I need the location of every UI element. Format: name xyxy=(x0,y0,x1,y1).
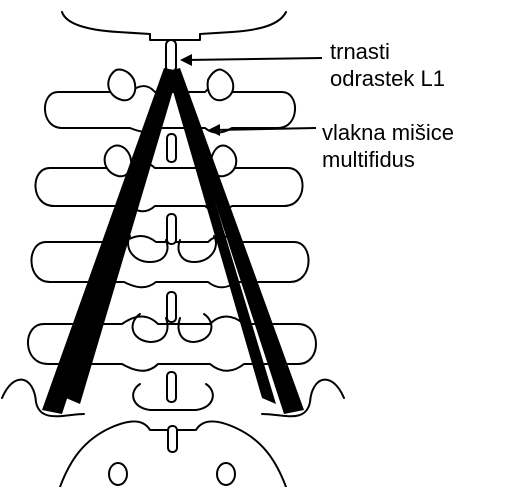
spinous-process-l1 xyxy=(166,40,176,72)
label-multifidus-fibers: vlakna mišice multifidus xyxy=(322,119,454,173)
facet-l1-left xyxy=(108,69,135,100)
spinous-process-s1 xyxy=(168,426,177,452)
label-spinous-process: trnasti odrastek L1 xyxy=(330,38,445,92)
label-spinous-process-line1: trnasti xyxy=(330,38,445,65)
spinous-process-l2 xyxy=(167,134,176,162)
vertebra-l2 xyxy=(35,162,302,211)
label-multifidus-fibers-line2: multifidus xyxy=(322,146,454,173)
spinous-process-l3 xyxy=(167,214,176,244)
spinous-process-l5 xyxy=(167,372,176,402)
sacral-foramen-right xyxy=(217,463,235,485)
label-spinous-process-line2: odrastek L1 xyxy=(330,65,445,92)
spinous-process-l4 xyxy=(167,292,176,322)
iliac-crest-right xyxy=(262,380,344,417)
arrowhead-spinous xyxy=(180,54,192,66)
facet-l1-right xyxy=(208,69,234,100)
vertebra-t12 xyxy=(62,12,286,40)
leader-line-spinous xyxy=(186,58,322,60)
label-multifidus-fibers-line1: vlakna mišice xyxy=(322,119,454,146)
sacral-foramen-left xyxy=(109,463,127,485)
